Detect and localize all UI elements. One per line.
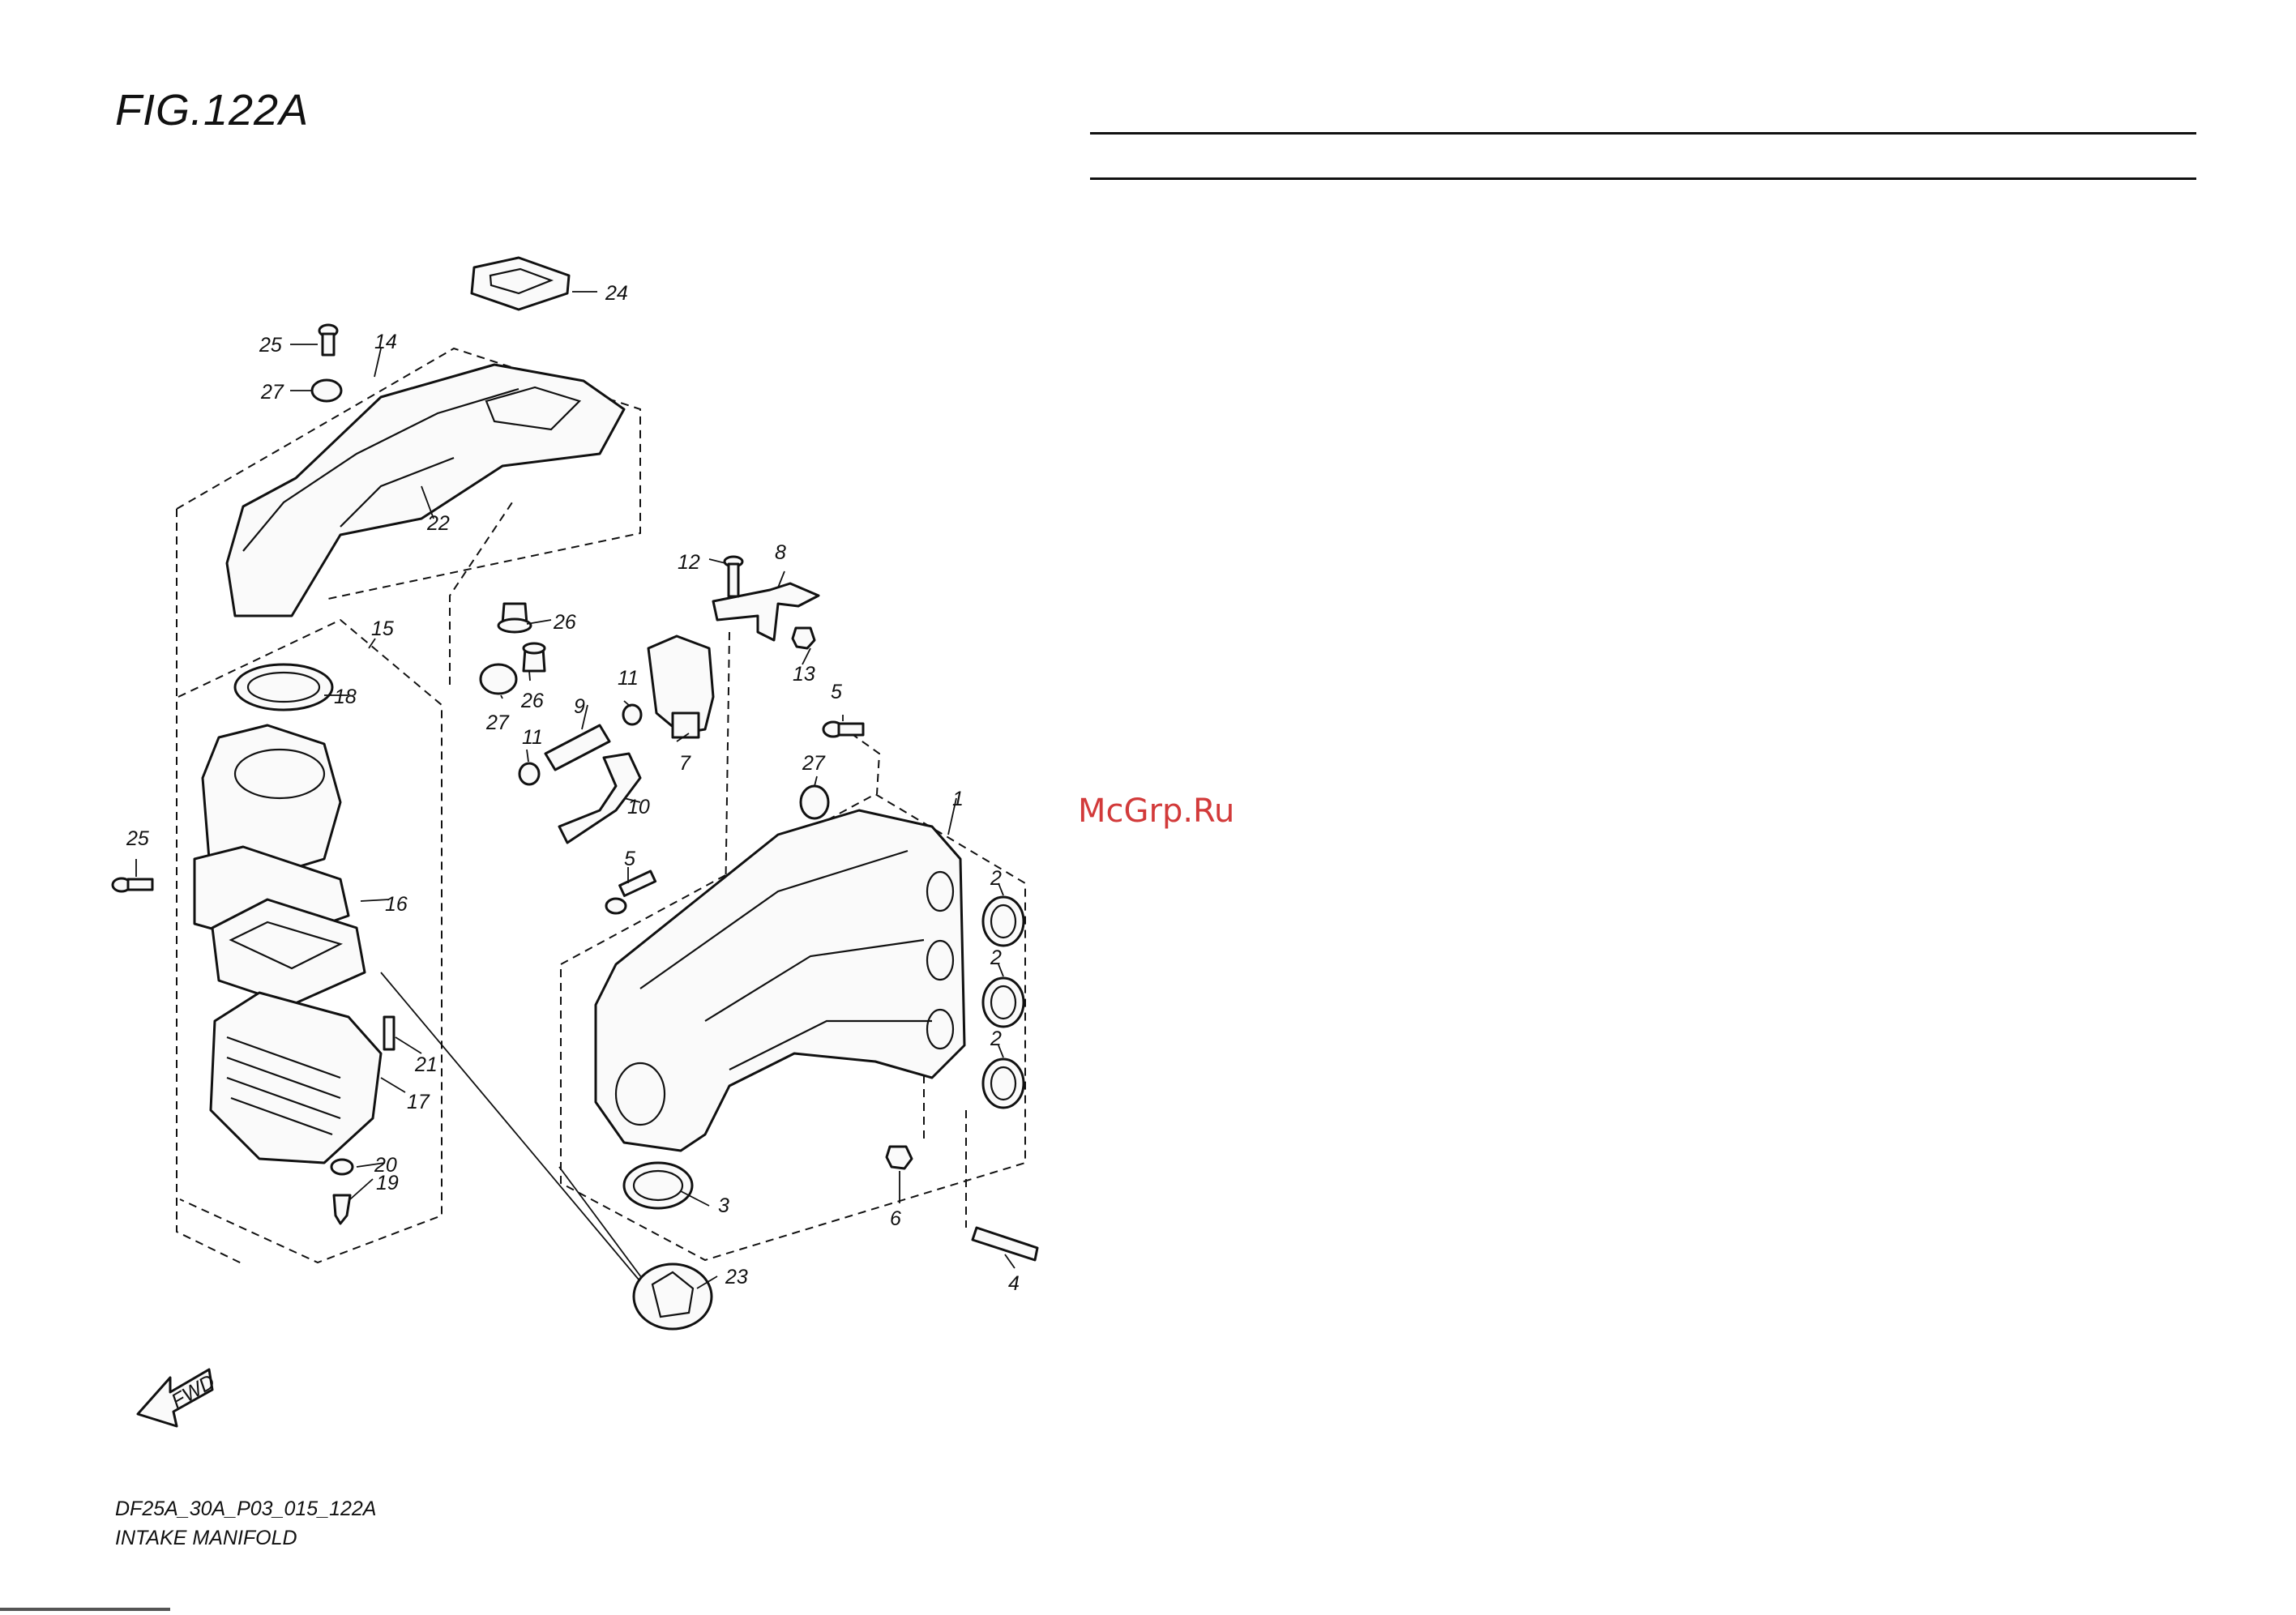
page-edge-mark	[0, 1608, 170, 1611]
callout-1: 1	[952, 788, 964, 810]
callout-2-b: 2	[990, 946, 1002, 969]
callout-9: 9	[574, 695, 585, 718]
callout-2-a: 2	[990, 867, 1002, 890]
watermark: McGrp.Ru	[1078, 793, 1234, 830]
figure-code: DF25A_30A_P03_015_122A	[115, 1498, 377, 1521]
callout-13: 13	[793, 663, 815, 686]
part-2-gasket-1	[983, 897, 1024, 946]
callout-14: 14	[374, 331, 397, 353]
callout-25-top: 25	[259, 334, 282, 357]
part-2-gasket-3	[983, 1059, 1024, 1108]
part-26-grommet-upper	[498, 604, 531, 632]
part-13-nut	[793, 628, 815, 648]
callout-17: 17	[407, 1091, 430, 1113]
part-27-grommet-right	[801, 786, 828, 818]
figure-name: INTAKE MANIFOLD	[115, 1527, 297, 1550]
callout-2-c: 2	[990, 1028, 1002, 1050]
callout-8: 8	[775, 541, 786, 564]
callout-6: 6	[890, 1207, 901, 1230]
bolt-guide-line	[851, 733, 879, 794]
part-23-plug	[634, 1264, 712, 1329]
callout-11-upper: 11	[618, 667, 639, 690]
callout-26-upper: 26	[553, 611, 576, 634]
callout-7: 7	[679, 752, 691, 775]
callout-27-top: 27	[260, 381, 284, 404]
callout-24: 24	[605, 282, 628, 305]
part-7-sensor	[648, 636, 713, 737]
callout-12: 12	[678, 551, 700, 574]
callout-27-middle: 27	[485, 711, 510, 734]
callout-18: 18	[334, 686, 357, 708]
part-5-bolt-upper	[823, 722, 863, 737]
part-5-bolt-lower	[606, 871, 656, 913]
part-18-seal	[235, 664, 332, 710]
callout-5-upper: 5	[831, 681, 842, 703]
callout-21: 21	[414, 1053, 438, 1076]
fwd-arrow-label: FWD	[168, 1370, 219, 1413]
callout-22: 22	[426, 512, 450, 535]
part-27-grommet-middle	[481, 664, 516, 694]
bracket-guide-line	[725, 632, 729, 908]
callout-10: 10	[627, 796, 650, 818]
part-11-clamp-upper	[623, 705, 641, 724]
callout-4: 4	[1008, 1272, 1020, 1295]
callout-11-lower: 11	[522, 726, 543, 749]
part-20-o-ring	[331, 1160, 353, 1174]
part-11-clamp-lower	[519, 763, 539, 784]
part-19-drain-plug	[334, 1195, 350, 1224]
part-24-gasket	[472, 258, 569, 310]
callout-26-lower: 26	[520, 690, 544, 712]
callout-15: 15	[371, 617, 394, 640]
part-26-grommet-lower	[524, 643, 545, 671]
part-3-o-ring	[624, 1163, 692, 1208]
part-25-bolt-side	[113, 878, 152, 891]
part-12-bolt	[725, 557, 742, 596]
part-2-gasket-2	[983, 978, 1024, 1027]
callout-3: 3	[718, 1194, 729, 1217]
callout-5-lower: 5	[624, 848, 635, 870]
callout-27-right: 27	[802, 752, 826, 775]
part-9-hose	[545, 725, 609, 770]
part-17-filter-element	[211, 993, 381, 1163]
callout-16: 16	[385, 893, 408, 916]
center-guide-outline	[450, 502, 512, 685]
fwd-arrow-icon: FWD	[138, 1369, 219, 1426]
part-6-nut	[887, 1147, 912, 1169]
part-1-intake-manifold	[596, 810, 964, 1151]
part-21-clip	[384, 1017, 394, 1049]
callout-23: 23	[725, 1266, 748, 1288]
callout-25-side: 25	[126, 827, 149, 850]
part-25-bolt-top	[319, 325, 337, 355]
callout-19: 19	[376, 1172, 399, 1194]
part-27-grommet-top	[312, 380, 341, 401]
